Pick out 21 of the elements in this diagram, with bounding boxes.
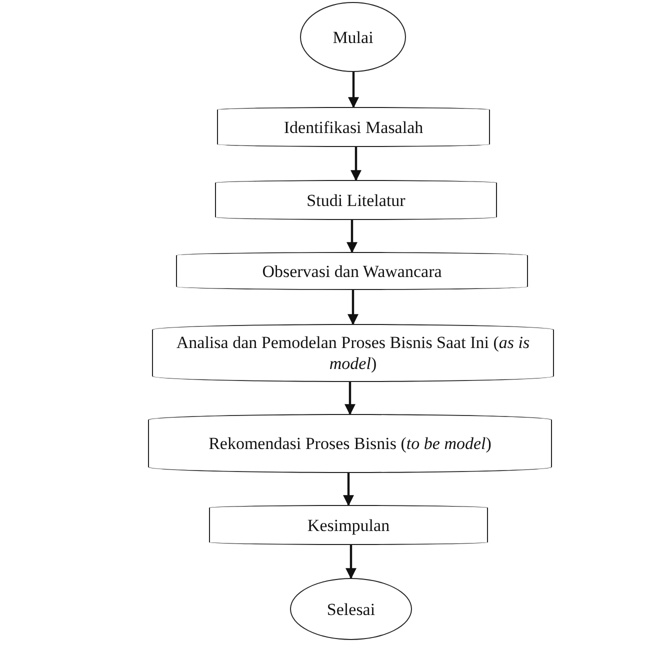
arrow <box>348 72 359 108</box>
arrow <box>346 220 358 254</box>
arrow <box>346 545 356 580</box>
process-box <box>148 414 552 473</box>
arrow <box>348 290 358 326</box>
node-label: Mulai <box>332 26 374 48</box>
process-box <box>209 505 488 545</box>
node-label: Analisa dan Pemodelan Proses Bisnis Saat Ini (as is model) <box>175 332 531 374</box>
process-box <box>215 180 497 220</box>
arrow <box>343 473 354 506</box>
node-label: Kesimpulan <box>307 514 390 536</box>
process-box <box>217 107 490 147</box>
process-box <box>176 252 528 290</box>
node-label: Identifikasi Masalah <box>284 116 424 138</box>
node-label: Rekomendasi Proses Bisnis (to be model) <box>208 433 492 454</box>
node-label: Studi Litelatur <box>306 190 406 210</box>
node-label: Observasi dan Wawancara <box>262 260 442 282</box>
arrow <box>344 382 356 416</box>
node-label: Selesai <box>326 598 376 620</box>
process-box <box>152 324 554 382</box>
arrow <box>350 147 362 182</box>
